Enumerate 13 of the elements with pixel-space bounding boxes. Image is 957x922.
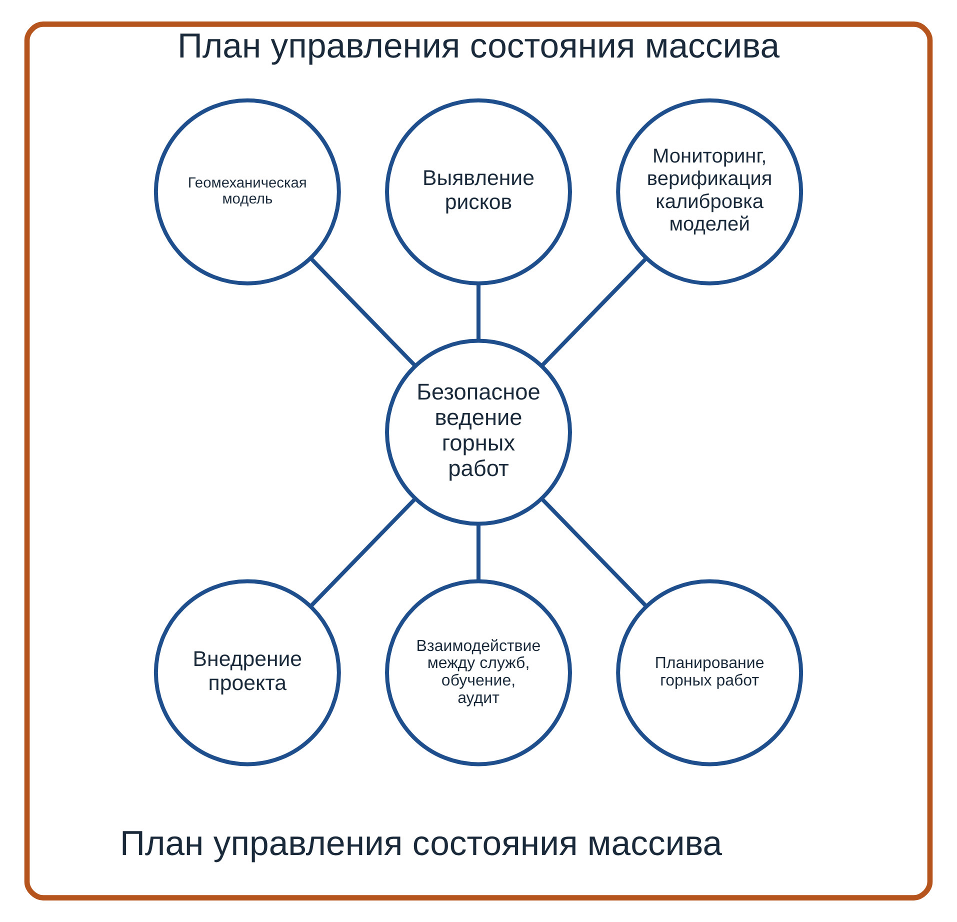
- connector: [540, 497, 648, 608]
- node-circle: Безопасное ведение горных работ: [385, 338, 572, 526]
- connector: [476, 283, 480, 341]
- node-circle: Геомеханическая модель: [154, 98, 341, 286]
- connector: [476, 524, 480, 582]
- connector: [309, 497, 417, 608]
- connector: [309, 256, 416, 368]
- node-circle: Планирование горных работ: [616, 579, 804, 766]
- node-circle: Взаимодействие между служб, обучение, аудит: [385, 579, 572, 766]
- node-circle: Мониторинг, верификация калибровка моделей: [616, 98, 804, 286]
- connector: [540, 256, 648, 368]
- node-circle: Выявление рисков: [385, 98, 572, 286]
- node-circle: Внедрение проекта: [154, 579, 341, 766]
